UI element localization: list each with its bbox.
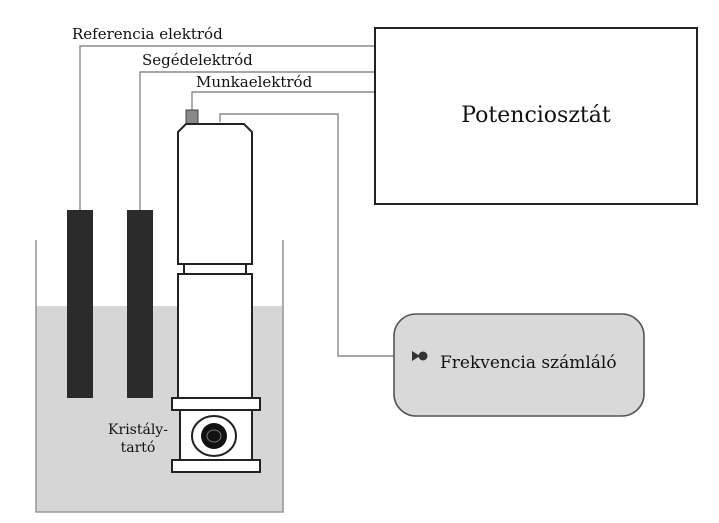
beaker-outline (35, 240, 284, 513)
quartz-crystal-highlight (206, 429, 222, 443)
working-wire (191, 91, 375, 112)
frequency-input-arrow (412, 351, 420, 361)
auxiliary-electrode-label: Segédelektród (142, 51, 253, 69)
wires (79, 45, 412, 357)
frequency-counter-label: Frekvencia számláló (440, 353, 617, 373)
reference-wire (79, 45, 375, 210)
crystal-holder (171, 123, 261, 473)
auxiliary-wire (139, 71, 375, 210)
holder-joint (183, 263, 247, 275)
holder-top-flange (171, 397, 261, 411)
reference-electrode-label: Referencia elektród (72, 25, 223, 43)
holder-upper-section (177, 123, 253, 265)
potentiostat-label: Potenciosztát (461, 103, 611, 128)
quartz-crystal (201, 423, 227, 449)
holder-lower-section (177, 273, 253, 399)
holder-bottom-flange (171, 459, 261, 473)
frequency-input-connector (418, 351, 428, 361)
crystal-holder-label-line1: Kristály- (108, 422, 168, 438)
reference-electrode (67, 210, 93, 398)
frequency-wire (219, 113, 412, 357)
working-electrode-label: Munkaelektród (196, 73, 313, 91)
potentiostat-box (374, 27, 698, 205)
frequency-counter-box (393, 313, 645, 417)
auxiliary-electrode (127, 210, 153, 398)
crystal-holder-label-line2: tartó (121, 440, 156, 456)
